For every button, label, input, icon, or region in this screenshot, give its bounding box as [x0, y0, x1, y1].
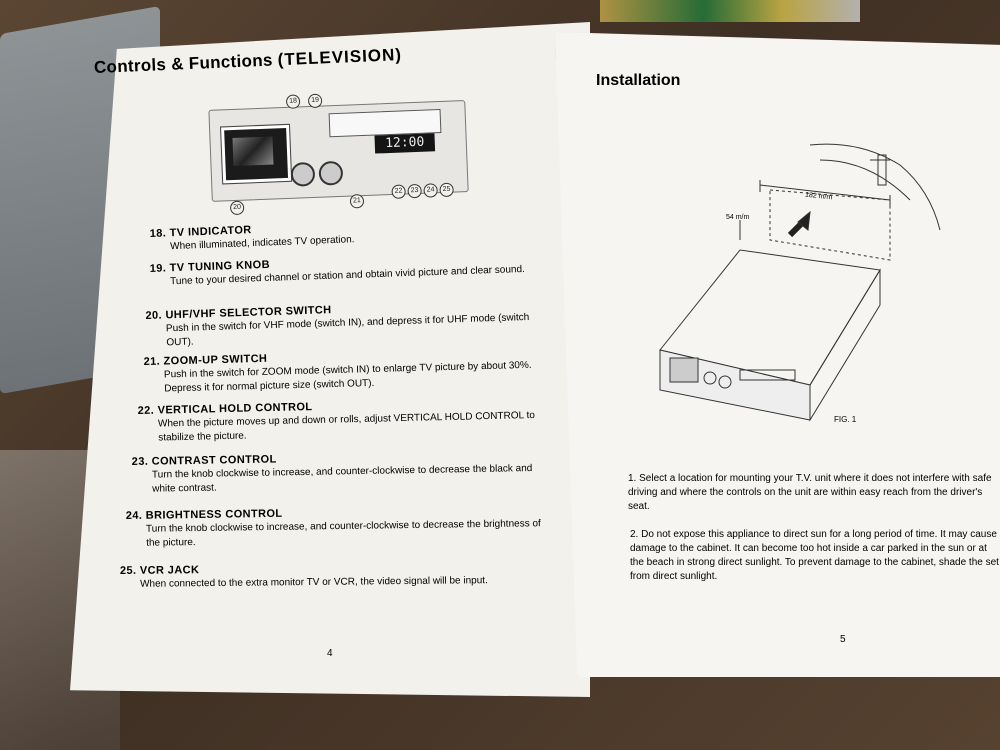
- item-number: 22.: [137, 404, 155, 418]
- clock-display: 12:00: [374, 133, 436, 154]
- tv-screen-image: [221, 124, 292, 184]
- item-heading: BRIGHTNESS CONTROL: [145, 507, 283, 522]
- item-number: 21.: [143, 355, 161, 369]
- unit-cassette-slot-icon: [739, 369, 796, 381]
- installation-figure: [659, 143, 941, 422]
- unit-knob-icon: [703, 371, 717, 385]
- height-dimension-label: 54 m/m: [726, 214, 750, 221]
- right-page-number: 5: [840, 634, 846, 645]
- item-number: 24.: [125, 509, 143, 523]
- unit-screen-icon: [669, 357, 699, 383]
- install-item-2: 2. Do not expose this appliance to direc…: [630, 528, 1000, 584]
- dashboard-line: [819, 159, 911, 201]
- tv-radio-illustration: 12:00 18 19 20 21 22 23 24 25: [208, 93, 469, 216]
- item-number: 19.: [149, 262, 167, 276]
- item-number: 25.: [119, 564, 137, 578]
- left-page-number: 4: [327, 648, 333, 659]
- item-heading: VCR JACK: [139, 564, 200, 577]
- mounting-bracket-icon: [877, 154, 887, 186]
- item-24: 24. BRIGHTNESS CONTROL Turn the knob clo…: [126, 504, 545, 551]
- right-page: [555, 32, 1000, 677]
- item-body: Turn the knob clockwise to increase, and…: [145, 518, 541, 549]
- item-text: Select a location for mounting your T.V.…: [628, 473, 992, 512]
- item-text: Do not expose this appliance to direct s…: [630, 529, 999, 582]
- right-page-title: Installation: [596, 72, 681, 89]
- item-number: 1.: [628, 473, 637, 484]
- item-25: 25. VCR JACK When connected to the extra…: [120, 561, 545, 592]
- figure-caption: FIG. 1: [834, 415, 857, 424]
- mounting-cavity: [769, 189, 891, 261]
- item-number: 2.: [630, 529, 639, 540]
- item-heading: CONTRAST CONTROL: [151, 453, 277, 468]
- item-number: 23.: [131, 455, 149, 469]
- item-number: 18.: [149, 227, 167, 241]
- item-23: 23. CONTRAST CONTROL Turn the knob clock…: [132, 449, 543, 497]
- unit-side-face: [809, 268, 881, 422]
- unit-knob-icon: [718, 375, 732, 389]
- item-number: 20.: [145, 309, 163, 323]
- install-item-1: 1. Select a location for mounting your T…: [628, 472, 1000, 514]
- dashboard-line: [809, 143, 941, 231]
- title-paren: (TELEVISION): [277, 45, 403, 70]
- wires-background: [600, 0, 860, 22]
